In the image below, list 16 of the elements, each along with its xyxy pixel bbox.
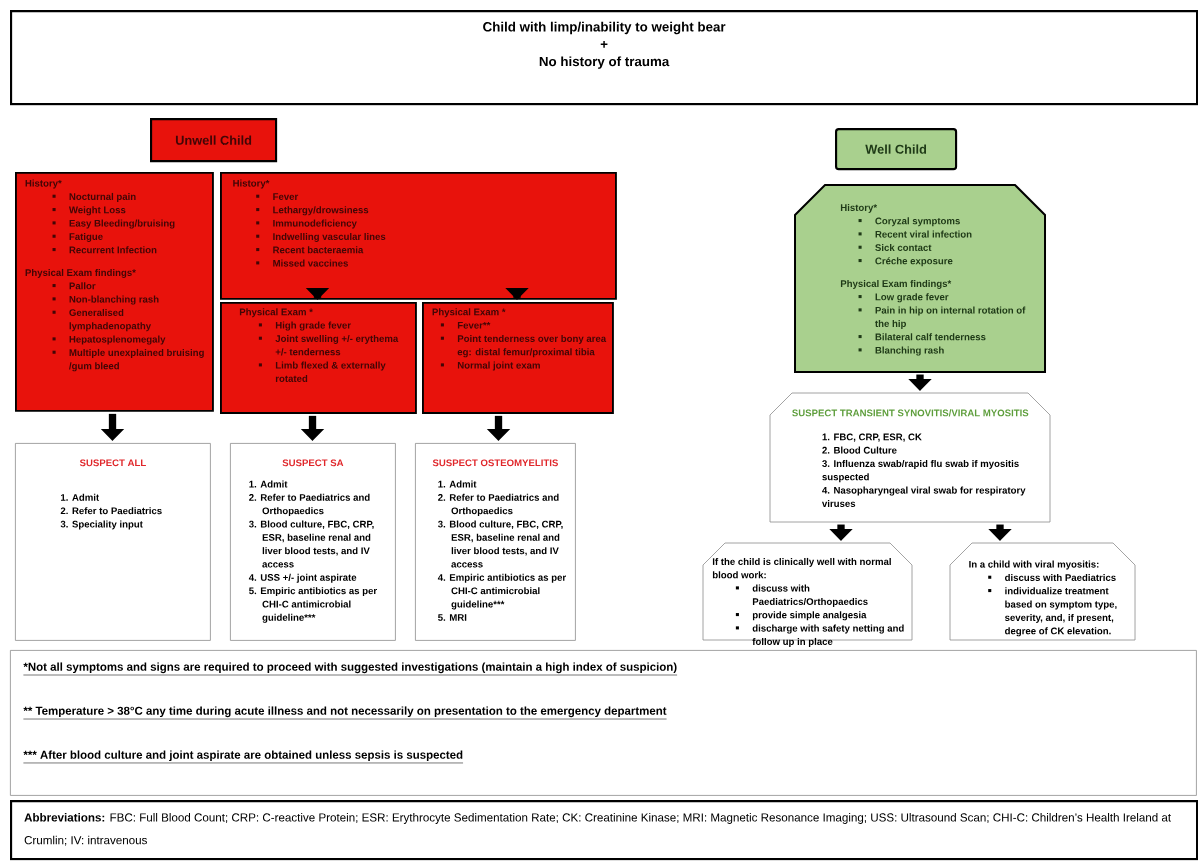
action-box: SUSPECT OSTEOMYELITIS 1. Admit 2. Refer to Paediatrics and Orthopaedics 3. Blood culture, FBC, CRP, ESR, baseline renal and liver blood tests, and IV access 4. Empiric antibiotics as per CHI-C antimicrobial guideline*** 5. MRI bbox=[415, 443, 576, 641]
title-box: Child with limp/inability to weight bear + No history of trauma bbox=[10, 10, 1198, 106]
abbreviation-box: Abbreviations: FBC: Full Blood Count; CRP: C-reactive Protein; ESR: Erythrocyte Sedimentation Rate; CK: Creatinine Kinase; MRI: Magnetic Resonance Imaging; USS: Ultrasound Scan; CHI-C: Children’s Health Ireland at Crumlin; IV: intravenous bbox=[10, 800, 1198, 861]
action-box: If the child is clinically well with normal blood work: discuss with Paediatrics/Orthopaedics provide simple analgesia discharge with safety netting and follow up in place bbox=[702, 542, 913, 647]
category-box: Well Child bbox=[835, 128, 958, 171]
findings-box: Physical Exam * Fever** Point tenderness over bony area eg: distal femur/proximal tibia Normal joint exam bbox=[422, 302, 614, 414]
category-box: Unwell Child bbox=[150, 118, 278, 163]
findings-box: History* Nocturnal pain Weight Loss Easy Bleeding/bruising Fatigue Recurrent Infection Physical Exam findings* Pallor Non-blanching rash Generalised lymphadenopathy Hepatosplenomegaly Multiple unexplained bruising /gum bleed bbox=[15, 172, 214, 412]
findings-box: History* Coryzal symptoms Recent viral infection Sick contact Créche exposure Physical Exam findings* Low grade fever Pain in hip on internal rotation of the hip Bilateral calf tenderness Blanching rash bbox=[794, 184, 1046, 373]
action-box: SUSPECT TRANSIENT SYNOVITIS/VIRAL MYOSITIS 1. FBC, CRP, ESR, CK 2. Blood Culture 3. Influenza swab/rapid flu swab if myositis suspected 4. Nasopharyngeal viral swab for respiratory viruses bbox=[769, 392, 1051, 523]
findings-box: History* Fever Lethargy/drowsiness Immunodeficiency Indwelling vascular lines Recent bacteraemia Missed vaccines bbox=[220, 172, 617, 300]
footnote-box: *Not all symptoms and signs are required to proceed with suggested investigations (maintain a high index of suspicion) ** Temperature > 38°C any time during acute illness and not necessarily on presentation to the emergency department *** After blood culture and joint aspirate are obtained unless sepsis is suspected bbox=[10, 650, 1197, 796]
action-box: In a child with viral myositis: discuss with Paediatrics individualize treatment based on symptom type, severity, and, if present, degree of CK elevation. bbox=[949, 542, 1136, 641]
findings-box: Physical Exam * High grade fever Joint swelling +/- erythema +/- tenderness Limb flexed & externally rotated bbox=[220, 302, 417, 414]
action-box: SUSPECT ALL 1. Admit 2. Refer to Paediatrics 3. Speciality input bbox=[15, 443, 211, 641]
action-box: SUSPECT SA 1. Admit 2. Refer to Paediatrics and Orthopaedics 3. Blood culture, FBC, CRP, ESR, baseline renal and liver blood tests, and IV access 4. USS +/- joint aspirate 5. Empiric antibiotics as per CHI-C antimicrobial guideline*** bbox=[230, 443, 396, 641]
